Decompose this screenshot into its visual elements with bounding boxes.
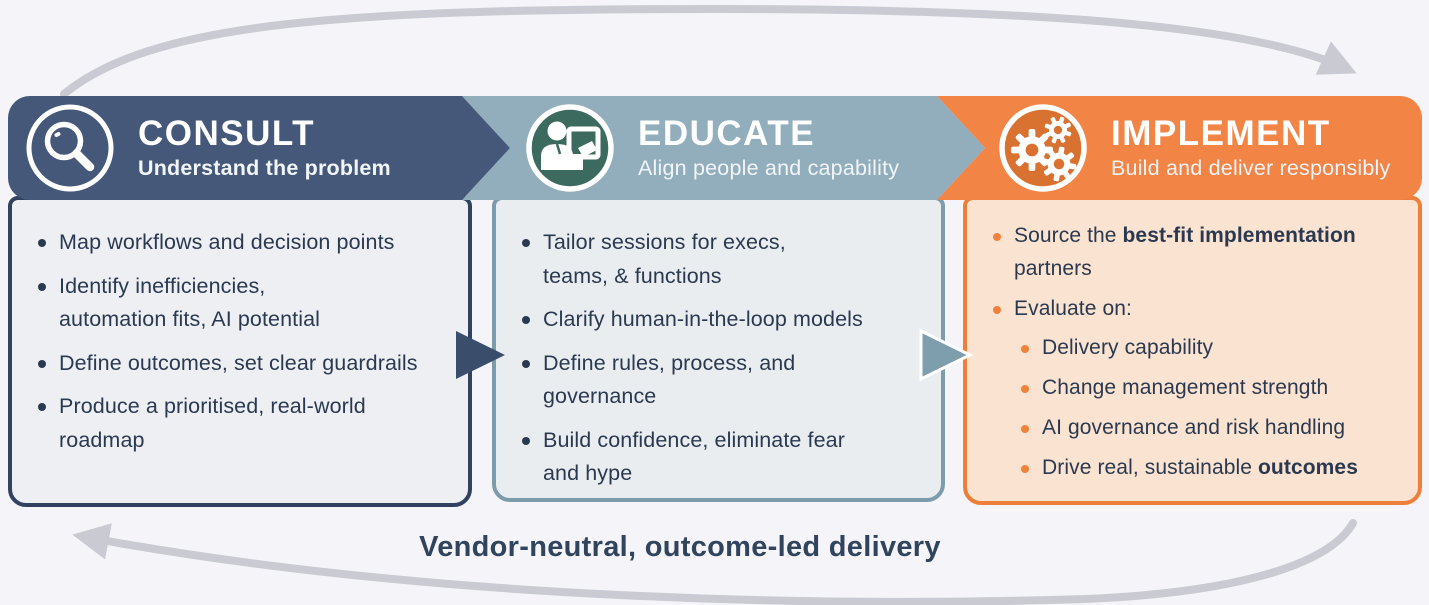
- bullet-dot-icon: [522, 436, 530, 445]
- phase-title: IMPLEMENT: [1111, 113, 1331, 153]
- bullet-dot-icon: [1021, 345, 1029, 354]
- bullet-item: Evaluate on:: [993, 293, 1406, 326]
- phase-subtitle: Align people and capability: [638, 156, 900, 181]
- bullet-item: Define outcomes, set clear guardrails: [38, 347, 456, 381]
- phase-header-consult: CONSULT Understand the problem: [8, 96, 510, 200]
- phase-subtitle: Understand the problem: [138, 156, 391, 181]
- bullet-item: Map workflows and decision points: [38, 226, 456, 260]
- presenter-icon: [524, 102, 616, 194]
- bullet-dot-icon: [993, 233, 1001, 241]
- bullet-text: Evaluate on:: [1014, 296, 1132, 320]
- bullet-text: Drive real, sustainable outcomes: [1042, 455, 1358, 479]
- educate-to-implement-arrow: [919, 328, 974, 382]
- bullet-dot-icon: [38, 403, 46, 412]
- bullet-item: Clarify human-in-the-loop models: [522, 303, 929, 337]
- gears-icon: [997, 102, 1089, 194]
- bullet-dot-icon: [1021, 464, 1029, 473]
- magnifier-icon: [24, 102, 116, 194]
- bullet-text: Define outcomes, set clear guardrails: [59, 350, 418, 375]
- bullet-dot-icon: [38, 282, 46, 291]
- bullet-text: Map workflows and decision points: [59, 230, 395, 254]
- top-cycle-arrow: [60, 4, 1357, 98]
- bullet-text: Change management strength: [1042, 376, 1329, 399]
- phase-title: CONSULT: [138, 113, 316, 153]
- bullet-dot-icon: [522, 239, 530, 247]
- phase-title: EDUCATE: [638, 113, 816, 153]
- phase-header-educate: EDUCATE Align people and capability: [462, 96, 985, 200]
- bullet-dot-icon: [522, 316, 530, 325]
- bullet-dot-icon: [993, 305, 1001, 314]
- tagline: Vendor-neutral, outcome-led delivery: [419, 531, 941, 563]
- bullet-item: Change management strength: [1021, 372, 1406, 405]
- bullet-text: AI governance and risk handling: [1042, 415, 1346, 439]
- bullet-dot-icon: [38, 359, 46, 368]
- bullet-text: Clarify human-in-the-loop models: [543, 307, 863, 332]
- bullet-item: Drive real, sustainable outcomes: [1021, 452, 1406, 485]
- consult-to-educate-arrow: [456, 331, 505, 379]
- bullet-text: Delivery capability: [1042, 336, 1214, 360]
- phase-body-educate: Tailor sessions for execs,teams, & funct…: [492, 196, 945, 502]
- phase-subtitle: Build and deliver responsibly: [1111, 156, 1391, 181]
- bullet-item: Identify inefficiencies,automation fits,…: [38, 270, 456, 337]
- bullet-text: Identify inefficiencies,automation fits,…: [59, 273, 321, 332]
- bullet-dot-icon: [38, 239, 46, 247]
- bullet-dot-icon: [522, 359, 530, 368]
- bullet-list: Tailor sessions for execs,teams, & funct…: [496, 200, 941, 491]
- bullet-dot-icon: [1021, 424, 1029, 433]
- bullet-item: Delivery capability: [1021, 332, 1406, 365]
- bullet-item: AI governance and risk handling: [1021, 412, 1406, 445]
- bullet-item: Tailor sessions for execs,teams, & funct…: [522, 226, 929, 293]
- bullet-text: Tailor sessions for execs,teams, & funct…: [543, 230, 786, 288]
- bullet-dot-icon: [1021, 385, 1029, 393]
- phase-header-implement: IMPLEMENT Build and deliver responsibly: [937, 96, 1422, 200]
